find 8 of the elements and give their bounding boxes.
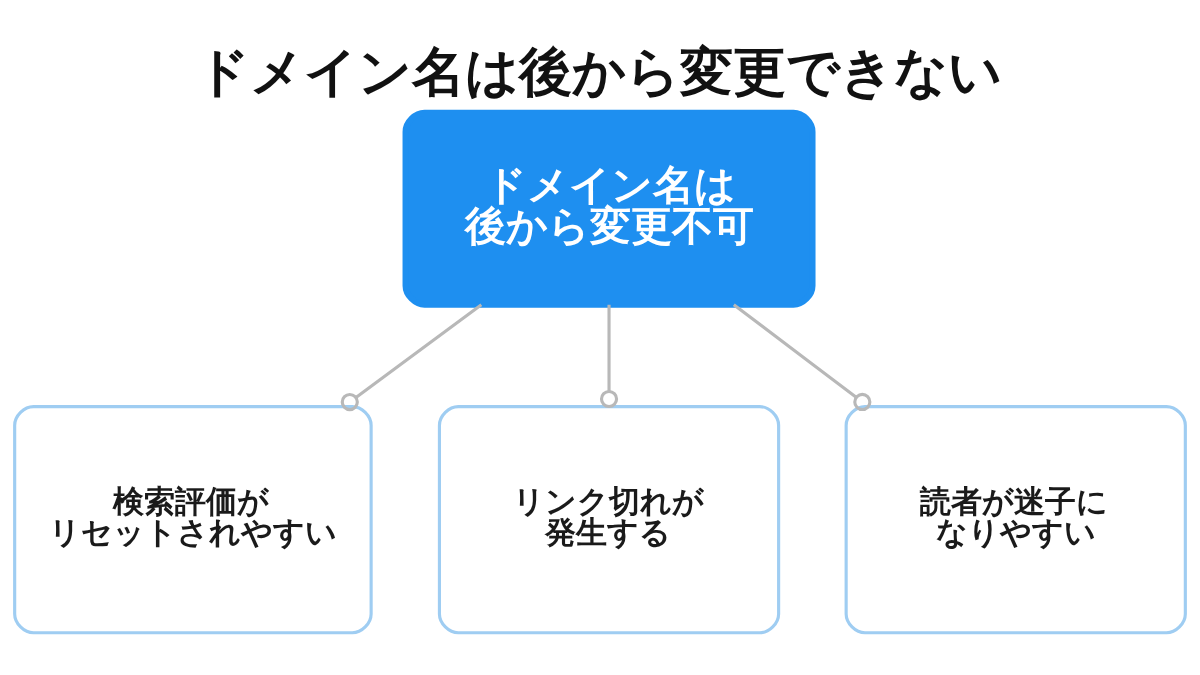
connector [599,304,619,409]
node-box: ドメイン名は後から変更不可 [402,109,816,308]
diagram-title: ドメイン名は後から変更できない [195,39,1002,103]
connector [732,303,872,412]
connector [340,303,483,412]
node-box: 読者が迷子になりやすい [844,405,1187,635]
node-box: 検索評価がリセットされやすい [13,405,373,635]
node-box: リンク切れが発生する [437,405,781,635]
